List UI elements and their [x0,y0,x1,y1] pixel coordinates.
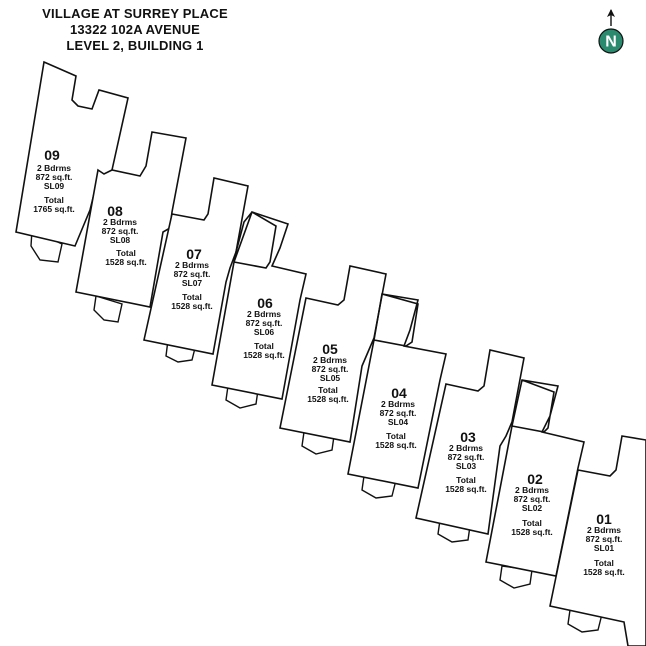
unit-02-strata-lot: SL02 [522,503,543,513]
unit-03-bedrooms: 2 Bdrms [449,443,483,453]
unit-02-number: 02 [527,471,543,487]
unit-09-total: 1765 sq.ft. [33,204,75,214]
unit-08-bedrooms: 2 Bdrms [103,217,137,227]
unit-06-total: 1528 sq.ft. [243,350,285,360]
unit-06-bedrooms: 2 Bdrms [247,309,281,319]
unit-06[interactable]: 06 2 Bdrms 872 sq.ft. SL06 Total 1528 sq… [211,210,307,409]
unit-09-area: 872 sq.ft. [36,172,73,182]
unit-07[interactable]: 07 2 Bdrms 872 sq.ft. SL07 Total 1528 sq… [143,177,249,363]
unit-02-bedrooms: 2 Bdrms [515,485,549,495]
unit-07-total: 1528 sq.ft. [171,301,213,311]
building-name: VILLAGE AT SURREY PLACE [42,6,228,21]
unit-06-total-label: Total [254,341,274,351]
unit-09-bedrooms: 2 Bdrms [37,163,71,173]
building-header: VILLAGE AT SURREY PLACE 13322 102A AVENU… [0,6,270,54]
unit-01-strata-lot: SL01 [594,543,615,553]
unit-04-total-label: Total [386,431,406,441]
unit-01-outline [549,435,646,646]
unit-03-total: 1528 sq.ft. [445,484,487,494]
unit-08-total-label: Total [116,248,136,258]
unit-03[interactable]: 03 2 Bdrms 872 sq.ft. SL03 Total 1528 sq… [415,349,525,543]
unit-07-bedrooms: 2 Bdrms [175,260,209,270]
unit-03-total-label: Total [456,475,476,485]
unit-02-total-label: Total [522,518,542,528]
compass-letter: N [605,34,617,51]
unit-04-total: 1528 sq.ft. [375,440,417,450]
building-address: 13322 102A AVENUE [69,22,201,37]
unit-07-area: 872 sq.ft. [174,269,211,279]
unit-05-total: 1528 sq.ft. [307,394,349,404]
unit-09-total-label: Total [44,195,64,205]
unit-08-number: 08 [107,203,123,219]
unit-02-outline [485,379,585,577]
unit-01[interactable]: 01 2 Bdrms 872 sq.ft. SL01 Total 1528 sq… [549,435,646,646]
unit-05-bedrooms: 2 Bdrms [313,355,347,365]
unit-05-total-label: Total [318,385,338,395]
north-arrow-icon: N [598,9,624,54]
level-building-label: LEVEL 2, BUILDING 1 [66,38,204,53]
unit-09-number: 09 [44,147,60,163]
unit-01-area: 872 sq.ft. [586,534,623,544]
unit-08-total: 1528 sq.ft. [105,257,147,267]
unit-04-outline [347,293,447,489]
unit-09-strata-lot: SL09 [44,181,65,191]
unit-03-number: 03 [460,429,476,445]
unit-04-area: 872 sq.ft. [380,408,417,418]
unit-01-number: 01 [596,511,612,527]
unit-07-strata-lot: SL07 [182,278,203,288]
unit-01-bedrooms: 2 Bdrms [587,525,621,535]
unit-05-number: 05 [322,341,338,357]
unit-06-area: 872 sq.ft. [246,318,283,328]
unit-02-total: 1528 sq.ft. [511,527,553,537]
unit-05-strata-lot: SL05 [320,373,341,383]
unit-06-number: 06 [257,295,273,311]
unit-08-outline [75,131,187,308]
compass-circle [598,28,624,54]
unit-04[interactable]: 04 2 Bdrms 872 sq.ft. SL04 Total 1528 sq… [347,293,447,499]
unit-07-number: 07 [186,246,202,262]
unit-04-bedrooms: 2 Bdrms [381,399,415,409]
unit-06-strata-lot: SL06 [254,327,275,337]
unit-08-area: 872 sq.ft. [102,226,139,236]
unit-03-area: 872 sq.ft. [448,452,485,462]
unit-01-total: 1528 sq.ft. [583,567,625,577]
unit-02[interactable]: 02 2 Bdrms 872 sq.ft. SL02 Total 1528 sq… [485,379,585,589]
unit-09-outline [15,60,129,247]
unit-08-strata-lot: SL08 [110,235,131,245]
unit-09[interactable]: 09 2 Bdrms 872 sq.ft. SL09 Total 1765 sq… [15,60,129,263]
unit-02-area: 872 sq.ft. [514,494,551,504]
unit-04-strata-lot: SL04 [388,417,409,427]
unit-03-outline [415,349,525,535]
unit-01-total-label: Total [594,558,614,568]
unit-05-area: 872 sq.ft. [312,364,349,374]
unit-07-total-label: Total [182,292,202,302]
unit-04-number: 04 [391,385,407,401]
unit-06-outline [211,210,307,400]
unit-08[interactable]: 08 2 Bdrms 872 sq.ft. SL08 Total 1528 sq… [75,131,187,323]
unit-03-strata-lot: SL03 [456,461,477,471]
unit-08-balcony [93,295,123,323]
